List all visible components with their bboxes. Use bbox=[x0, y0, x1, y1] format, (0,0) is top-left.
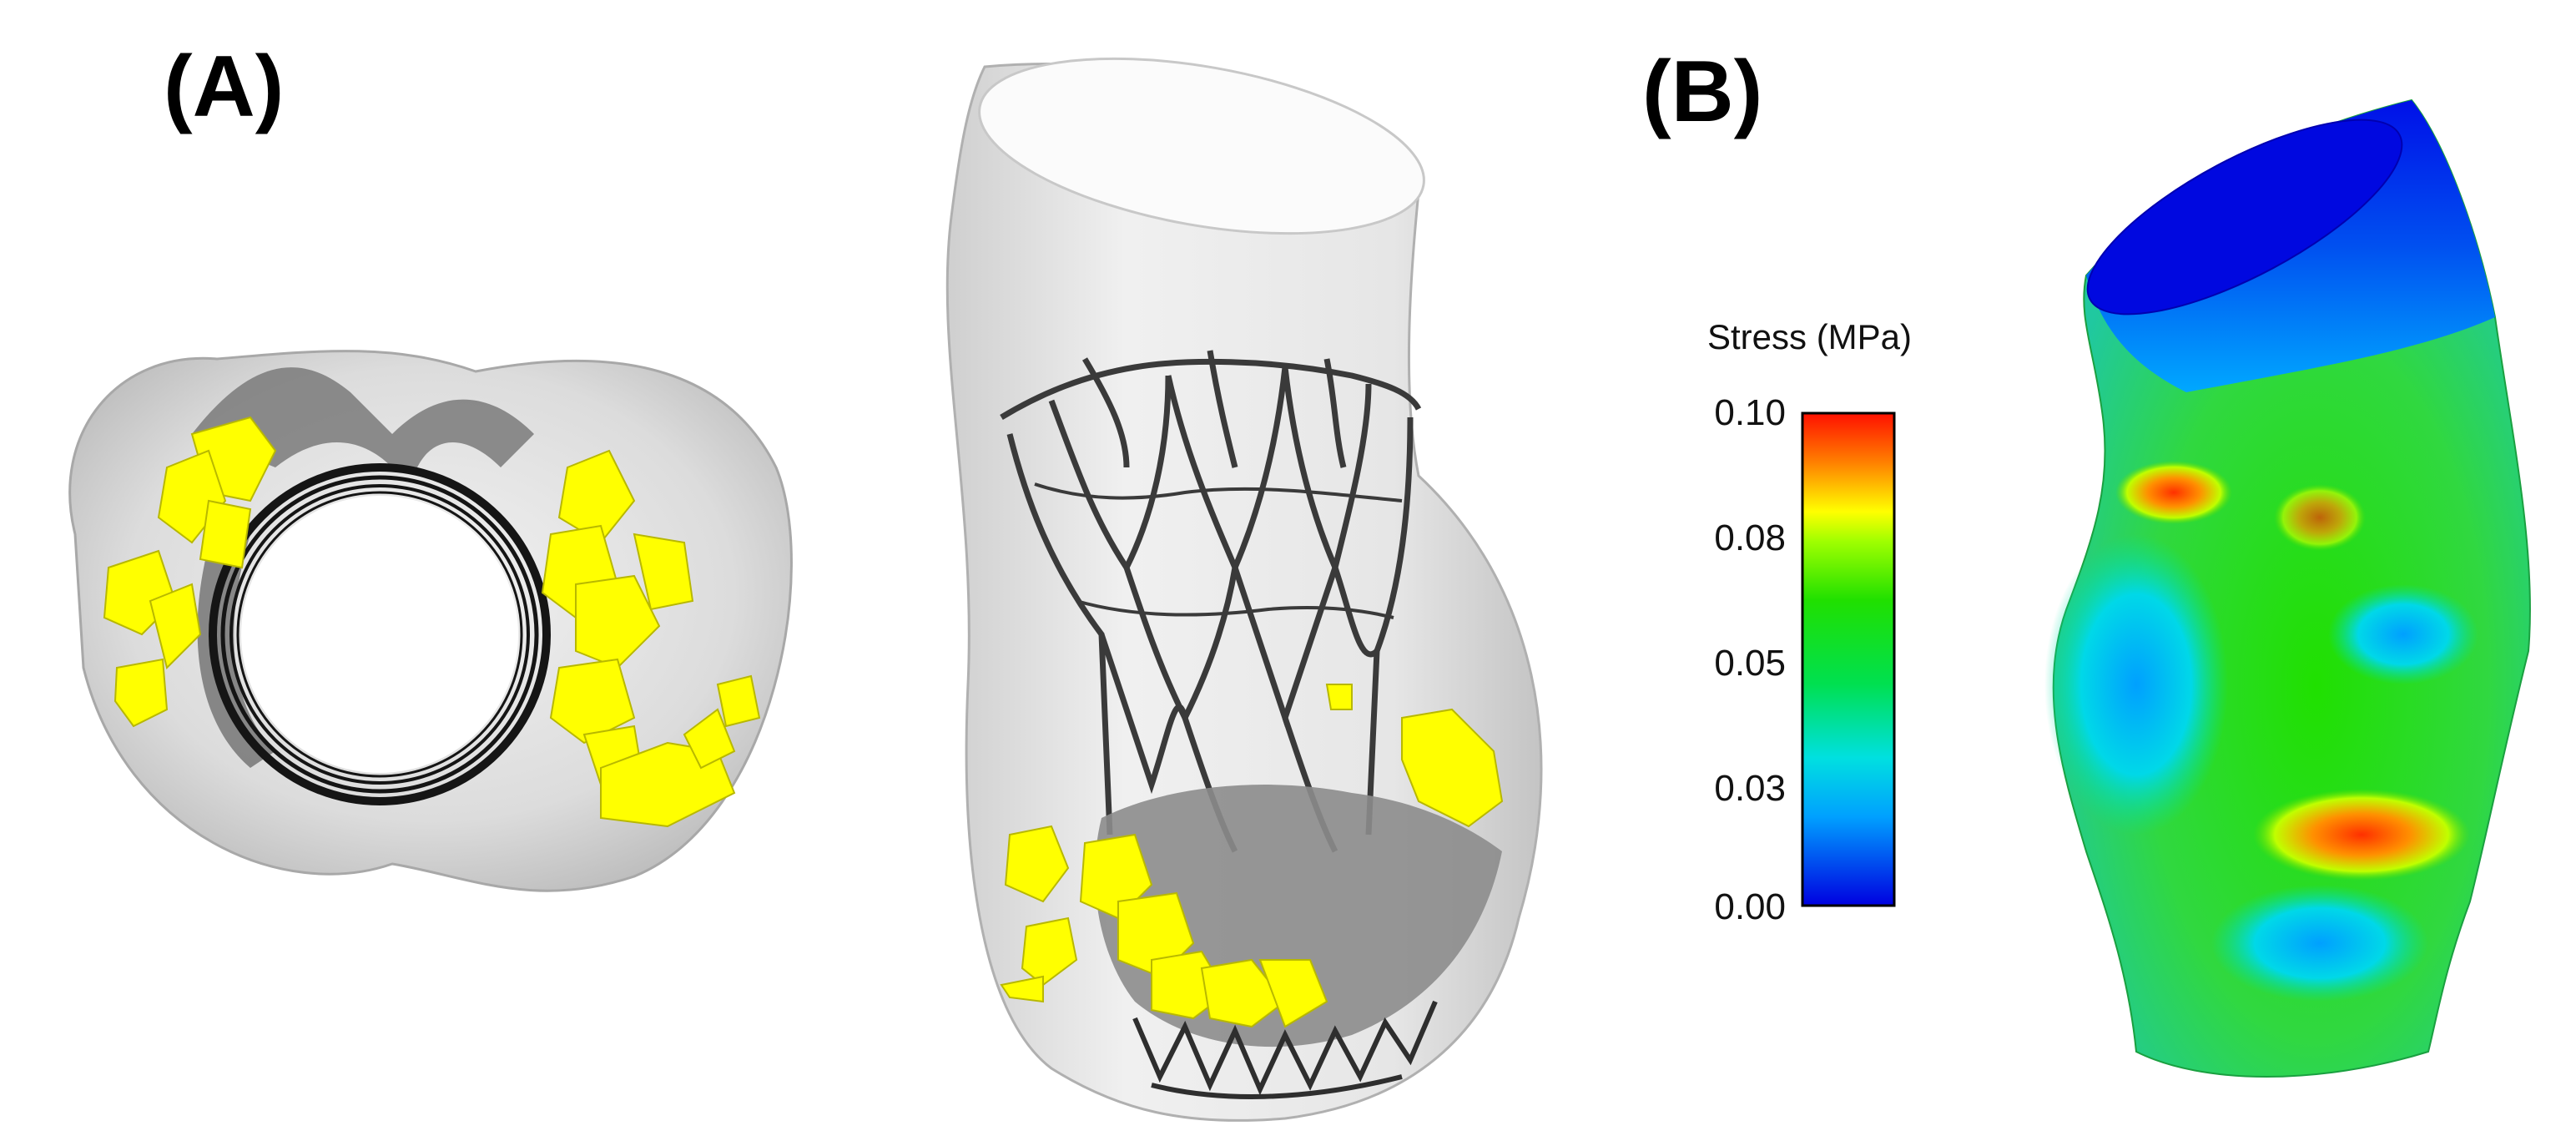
stent-inflow bbox=[1132, 1000, 1438, 1099]
vessel-opening bbox=[978, 57, 1425, 235]
stent-frame bbox=[1000, 350, 1422, 853]
colorbar-tick: 0.00 bbox=[1714, 886, 1786, 927]
cool-region-lower bbox=[2211, 885, 2428, 1002]
colorbar-title: Stress (MPa) bbox=[1707, 317, 1913, 356]
calcium-deposits-right bbox=[541, 449, 761, 828]
panel-label-b: (B) bbox=[1642, 43, 1763, 140]
leaflet-shadow-lower bbox=[197, 517, 275, 768]
leaflet-shadow bbox=[192, 367, 534, 467]
cool-region-mid bbox=[2328, 584, 2478, 684]
colorbar-tick: 0.10 bbox=[1714, 392, 1786, 433]
colorbar-tick: 0.05 bbox=[1714, 643, 1786, 684]
side-view bbox=[945, 57, 1543, 1122]
lumen bbox=[241, 496, 518, 773]
stress-map bbox=[2044, 98, 2531, 1078]
colorbar bbox=[1801, 411, 1896, 907]
hotspot-lower bbox=[2253, 789, 2470, 881]
calcium-deposits-side bbox=[1000, 684, 1504, 1028]
stent-ring bbox=[209, 463, 551, 805]
calcium-deposits-left bbox=[103, 416, 277, 728]
axial-view bbox=[68, 350, 793, 892]
colorbar-tick: 0.08 bbox=[1714, 517, 1786, 558]
hotspot-upper-right bbox=[2274, 484, 2366, 551]
hotspot-upper bbox=[2115, 461, 2232, 524]
panel-label-a: (A) bbox=[164, 38, 285, 135]
colorbar-gradient bbox=[1801, 411, 1896, 907]
cool-region-left bbox=[2044, 534, 2228, 835]
colorbar-tick: 0.03 bbox=[1714, 768, 1786, 809]
stress-opening bbox=[2086, 119, 2403, 316]
